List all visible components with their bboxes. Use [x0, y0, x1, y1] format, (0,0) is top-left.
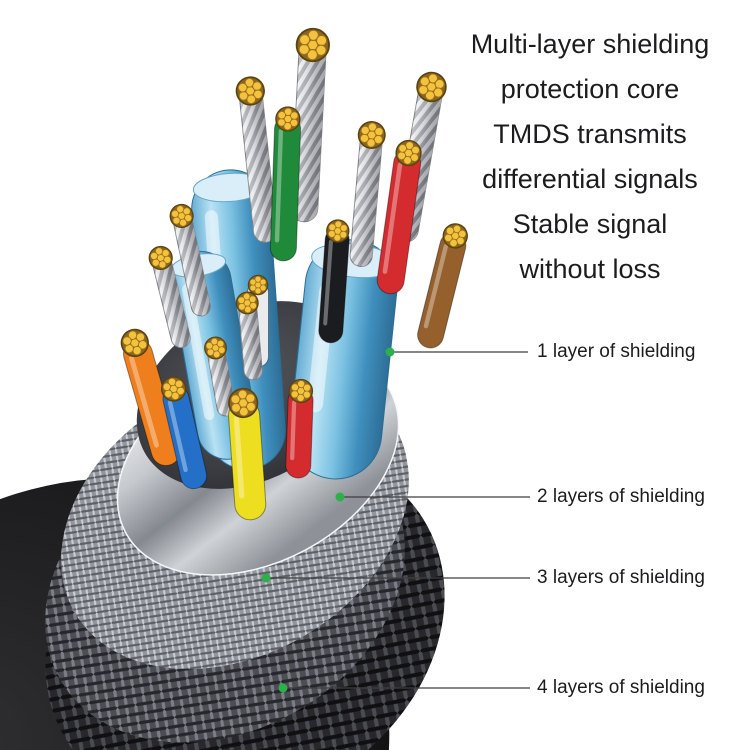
callout-dot-2 — [335, 492, 345, 502]
bare-drain-wire — [349, 119, 387, 268]
bare-drain-wire — [234, 75, 277, 243]
callout-label-3: 3 layers of shielding — [537, 567, 705, 588]
headline-line-2: protection core — [500, 74, 680, 104]
cable-cross-section — [0, 27, 471, 750]
callout-dot-3 — [261, 573, 271, 583]
headline-line-6: without loss — [519, 254, 661, 284]
insulated-wire — [318, 218, 351, 344]
headline-line-5: Stable signal — [512, 209, 668, 239]
insulated-wire — [227, 386, 267, 521]
bare-drain-wire — [290, 27, 331, 223]
headline: Multi-layer shielding protection core TM… — [425, 22, 750, 292]
bare-drain-wire — [167, 201, 211, 317]
callout-dot-1 — [385, 347, 395, 357]
bare-drain-wire — [202, 334, 236, 417]
insulated-wire — [285, 378, 314, 479]
callout-label-4: 4 layers of shielding — [537, 677, 705, 698]
insulated-wire — [417, 220, 471, 349]
headline-line-3: TMDS transmits — [493, 119, 687, 149]
callout-label-1: 1 layer of shielding — [537, 341, 696, 362]
headline-line-1: Multi-layer shielding — [470, 29, 710, 59]
callout-label-2: 2 layers of shielding — [537, 486, 705, 507]
callout-dot-4 — [278, 683, 288, 693]
wires — [117, 27, 471, 521]
insulated-wire — [269, 105, 302, 262]
callout-leaders — [261, 347, 530, 693]
bare-drain-wire — [234, 290, 263, 381]
headline-line-4: differential signals — [482, 164, 698, 194]
insulated-wire — [376, 138, 424, 295]
insulated-wire — [158, 373, 208, 490]
bare-drain-wire — [146, 243, 191, 348]
